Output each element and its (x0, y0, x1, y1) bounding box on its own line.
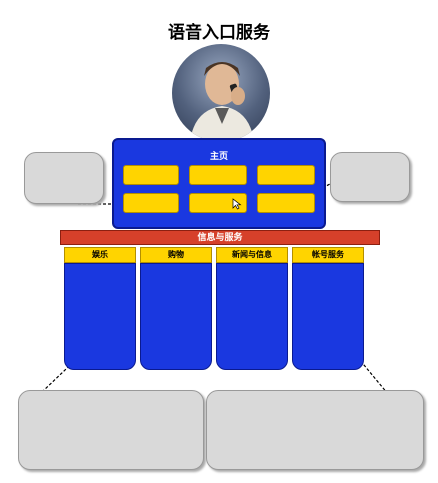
main-menu-label: 主页 (209, 152, 228, 162)
main-button-4[interactable] (123, 193, 179, 213)
column-account-services (292, 263, 364, 370)
connector-bottom-left (41, 347, 89, 393)
cursor-arrow-icon (232, 198, 242, 210)
callout-right (330, 152, 410, 202)
column-shopping (140, 263, 212, 370)
tab-entertainment[interactable]: 娱乐 (64, 247, 136, 263)
callout-bottom-right (206, 390, 424, 470)
column-entertainment (64, 263, 136, 370)
person-on-phone-icon (190, 62, 254, 142)
callout-bottom-left (18, 390, 204, 470)
tab-account-services[interactable]: 帐号服务 (292, 247, 364, 263)
main-button-1[interactable] (123, 165, 179, 185)
callout-left (24, 152, 104, 204)
main-button-3[interactable] (257, 165, 315, 185)
tab-shopping[interactable]: 购物 (140, 247, 212, 263)
main-button-6[interactable] (257, 193, 315, 213)
main-menu-box: 主页 (112, 138, 326, 229)
person-photo (172, 44, 270, 142)
page-title: 语音入口服务 (168, 23, 270, 43)
column-news-info (216, 263, 288, 370)
main-button-2[interactable] (189, 165, 247, 185)
main-button-5[interactable] (189, 193, 247, 213)
info-services-bar: 信息与服务 (60, 230, 380, 245)
connector-right (317, 179, 339, 191)
tab-news-info[interactable]: 新闻与信息 (216, 247, 288, 263)
